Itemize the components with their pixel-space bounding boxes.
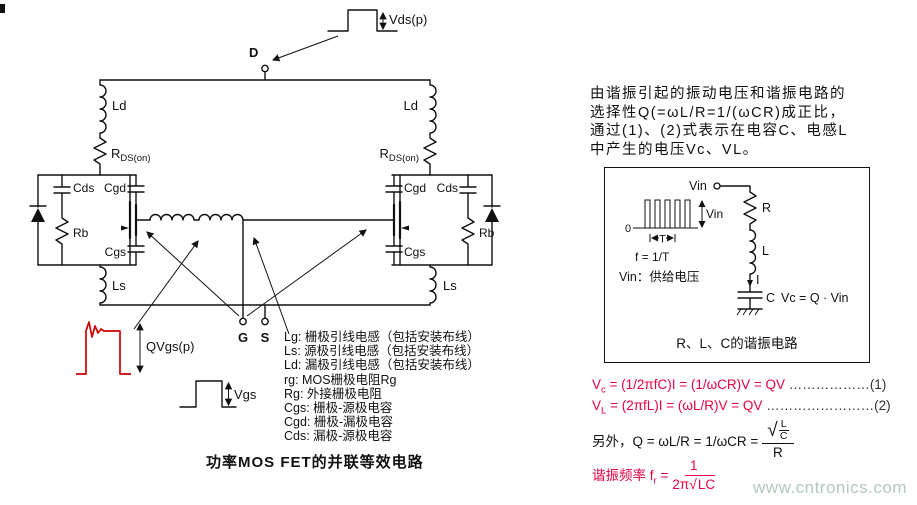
intro-line: 通过(1)、(2)式表示在电容C、电感L	[590, 123, 848, 139]
rlc-resonance-box: Vin Vin 0 T f = 1/T Vin：供给电压 R	[604, 167, 870, 363]
legend-line: Cgs: 栅极-源极电容	[284, 401, 393, 416]
legend-line: Cds: 漏极-源极电容	[284, 429, 393, 444]
equation-vl: VL = (2πfL)I = (ωL/R)V = QV ……………………(2)	[592, 398, 891, 417]
vin-terminal-label: Vin	[689, 179, 707, 193]
freq-label: f = 1/T	[635, 250, 670, 264]
circuit-caption: 功率MOS FET的并联等效电路	[206, 454, 424, 471]
radical-sign: √	[689, 475, 697, 492]
period-label: T	[659, 234, 666, 246]
ls-left-label: Ls	[112, 278, 126, 293]
left-cds-rb-branch: Cds Rb	[53, 174, 94, 266]
legend-line: rg: MOS栅极电阻Rg	[284, 372, 397, 387]
cgs-right-label: Cgs	[404, 245, 425, 259]
qvgs-waveform: QVgs(p)	[76, 321, 194, 375]
vds-label: Vds(p)	[389, 12, 427, 27]
rlc-caption: R、L、C的谐振电路	[676, 336, 798, 351]
gate-label: G	[238, 330, 248, 345]
vds-waveform: Vds(p)	[271, 9, 427, 62]
cds-right-label: Cds	[437, 181, 458, 195]
rlc-series-branch: R L I C Vc = Q · Vin	[736, 191, 849, 316]
watermark: www.cntronics.com	[753, 478, 907, 497]
fr-prefix: 谐振频率 fr =	[592, 467, 669, 487]
ls-right-coil	[429, 264, 437, 306]
right-mosfet-icon: Cgd Cgs	[385, 174, 426, 266]
intro-line: 选择性Q(=ωL/R=1/(ωCR)成正比，	[590, 104, 846, 121]
equation-vc: Vc = (1/2πfC)I = (1/ωCR)V = QV ………………(1)	[592, 377, 887, 396]
gate-network: G S	[149, 213, 395, 345]
ls-left-coil	[99, 264, 107, 306]
fr-fraction: 1 2π√LC	[672, 458, 716, 492]
gate-terminal	[239, 317, 247, 326]
vds-arrow	[271, 35, 339, 62]
qvgs-label: QVgs(p)	[146, 339, 194, 354]
left-mosfet-icon: Cgd Cgs	[104, 174, 151, 266]
square-wave: Vin 0 T f = 1/T Vin：供给电压	[619, 199, 723, 284]
legend-line: Ls: 源极引线电感（包括安装布线）	[284, 344, 480, 359]
ls-right-label: Ls	[443, 278, 457, 293]
mosfet-circuit-diagram: Vds(p) D Ld RDS(on) Cds	[29, 9, 501, 408]
zero-label: 0	[625, 223, 631, 235]
rlc-circuit: Vin Vin 0 T f = 1/T Vin：供给电压 R	[619, 179, 849, 351]
rb-right-label: Rb	[479, 226, 495, 240]
cgd-right-label: Cgd	[404, 181, 426, 195]
right-mosfet-cell: Cgd Cgs Cds Rb Ls	[385, 174, 501, 306]
source-terminal	[261, 317, 269, 326]
cgd-left-label: Cgd	[104, 181, 126, 195]
vin-source: Vin	[689, 179, 751, 193]
intro-line: 中产生的电压Vc、VL。	[590, 141, 759, 158]
r-label: R	[762, 201, 771, 215]
intro-line: 由谐振引起的振动电压和谐振电路的	[590, 86, 846, 102]
right-drain-branch: Ld RDS(on)	[380, 79, 437, 176]
source-label: S	[261, 330, 270, 345]
component-legend: Lg: 栅极引线电感（包括安装布线） Ls: 源极引线电感（包括安装布线） Ld…	[284, 330, 480, 444]
legend-line: Ld: 漏极引线电感（包括安装布线）	[284, 358, 480, 373]
legend-line: Rg: 外接栅极电阻	[284, 386, 382, 401]
vc-equation-label: Vc = Q · Vin	[781, 291, 849, 305]
legend-line: Cgd: 栅极-漏极电容	[284, 415, 394, 430]
vin-desc-label: Vin：供给电压	[619, 270, 699, 284]
vgs-label: Vgs	[234, 387, 257, 402]
right-cds-rb-branch: Cds Rb	[437, 174, 495, 266]
vin-amplitude-label: Vin	[706, 207, 723, 221]
right-body-diode-icon	[483, 174, 501, 266]
rb-left-label: Rb	[73, 226, 89, 240]
rds-right-label: RDS(on)	[380, 146, 419, 164]
radical-sign: √	[767, 420, 778, 442]
ld-left-label: Ld	[112, 98, 126, 113]
drain-terminal: D	[249, 45, 269, 81]
cds-left-label: Cds	[73, 181, 94, 195]
annotation-arrows	[133, 229, 367, 335]
left-mosfet-cell: Cds Rb Cgd Cgs Ls	[29, 174, 151, 306]
intro-paragraph: 由谐振引起的振动电压和谐振电路的 选择性Q(=ωL/R=1/(ωCR)成正比， …	[590, 85, 848, 159]
l-label: L	[762, 244, 769, 258]
c-label: C	[766, 291, 775, 305]
cgs-left-label: Cgs	[105, 245, 126, 259]
ld-right-label: Ld	[404, 98, 418, 113]
ground-icon	[736, 308, 763, 316]
left-drain-branch: Ld RDS(on)	[93, 79, 150, 176]
drain-label: D	[249, 45, 258, 60]
vgs-waveform: Vgs	[179, 380, 257, 408]
equation-fr: 谐振频率 fr = 1 2π√LC	[592, 458, 719, 492]
left-body-diode-icon	[29, 174, 47, 266]
legend-line: Lg: 栅极引线电感（包括安装布线）	[284, 330, 480, 344]
q-prefix: 另外，Q = ωL/R = 1/ωCR =	[592, 433, 759, 449]
current-label: I	[756, 273, 759, 287]
scan-artifact	[0, 4, 5, 13]
rds-left-label: RDS(on)	[111, 146, 150, 164]
